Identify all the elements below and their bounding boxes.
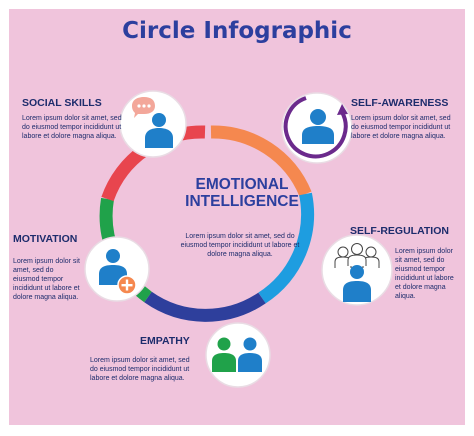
person-plus-icon <box>99 249 137 295</box>
empathy-icon-circle <box>205 322 271 388</box>
self-regulation-icon-circle <box>321 234 393 306</box>
social-skills-description: Lorem ipsum dolor sit amet, sed do eiusm… <box>22 115 122 140</box>
center-title-line2: INTELLIGENCE <box>185 193 299 210</box>
empathy-description: Lorem ipsum dolor sit amet, sed do eiusm… <box>90 357 190 382</box>
center-title: EMOTIONAL INTELLIGENCE <box>172 176 312 210</box>
self-regulation-description: Lorem ipsum dolor sit amet, sed do eiusm… <box>395 248 454 300</box>
self-awareness-label: SELF-AWARENESS <box>351 97 449 109</box>
motivation-label: MOTIVATION <box>13 233 78 245</box>
person-circular-arrow-icon <box>283 96 348 159</box>
group-people-icon <box>334 243 380 302</box>
person-speech-bubble-icon <box>132 97 173 148</box>
center-description: Lorem ipsum dolor sit amet, sed do eiusm… <box>180 233 300 258</box>
ring-segment-navy <box>144 291 266 322</box>
ring-segment-blue <box>258 192 314 304</box>
two-people-icon <box>212 337 262 372</box>
motivation-description: Lorem ipsum dolor sit amet, sed do eiusm… <box>13 258 80 301</box>
center-title-line1: EMOTIONAL <box>195 176 289 193</box>
self-awareness-icon-circle <box>281 92 353 164</box>
empathy-label: EMPATHY <box>140 335 190 347</box>
ring-segment-orange <box>210 125 312 197</box>
self-regulation-label: SELF-REGULATION <box>350 225 449 237</box>
social-skills-icon-circle <box>119 90 187 158</box>
social-skills-label: SOCIAL SKILLS <box>22 97 102 109</box>
page-title: Circle Infographic <box>122 18 352 44</box>
self-awareness-description: Lorem ipsum dolor sit amet, sed do eiusm… <box>351 115 451 140</box>
motivation-icon-circle <box>84 236 150 302</box>
